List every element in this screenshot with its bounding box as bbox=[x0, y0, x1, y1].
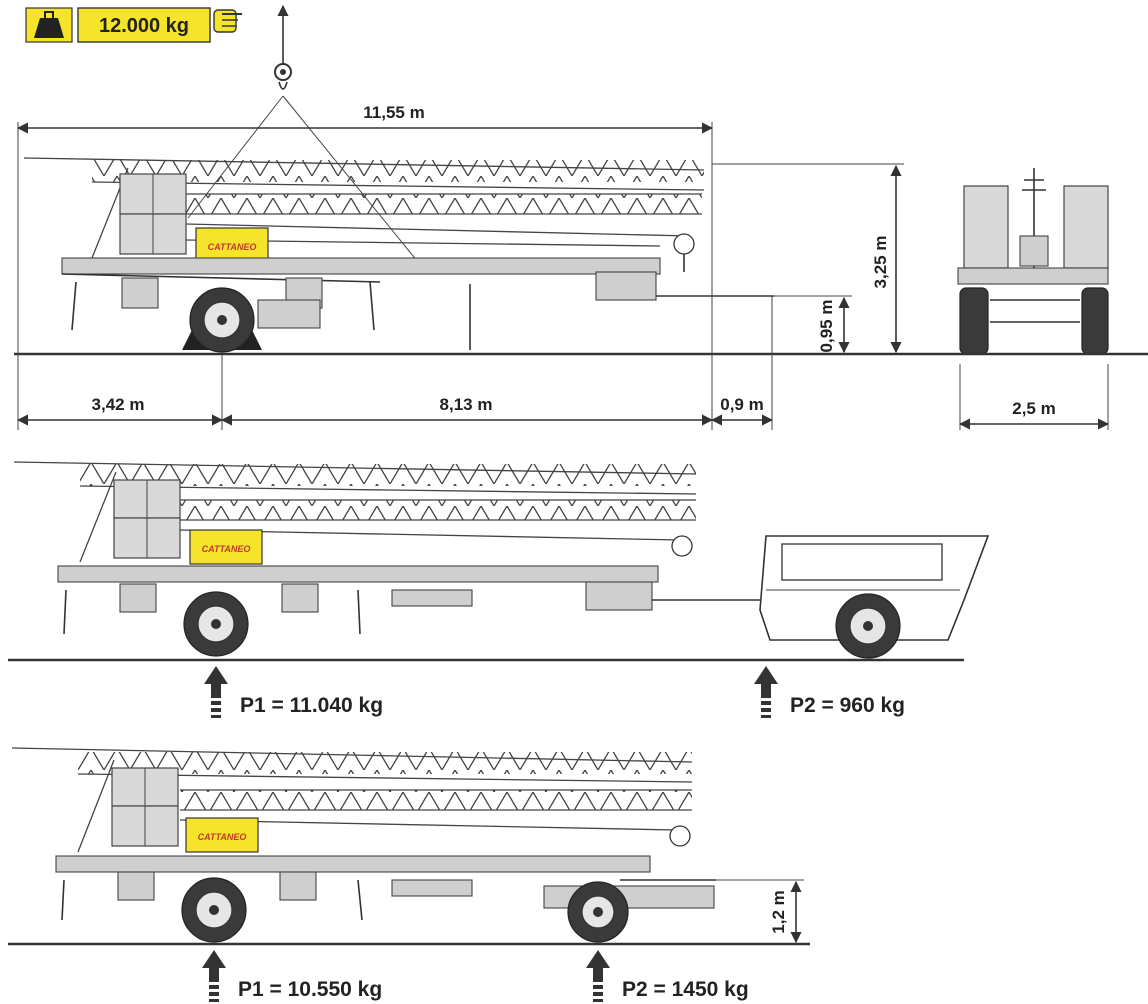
weight-icon bbox=[34, 11, 64, 38]
crane-side-view-2: CATTANEO bbox=[13, 461, 770, 657]
dim-height: 3,25 m bbox=[871, 236, 890, 289]
dim-front-overhang: 3,42 m bbox=[92, 395, 145, 414]
dim-length: 11,55 m bbox=[363, 103, 424, 122]
dim-width: 2,5 m bbox=[1012, 399, 1055, 418]
load-p2-config3: P2 = 1450 kg bbox=[622, 978, 749, 1001]
load-p2-config2: P2 = 960 kg bbox=[790, 694, 905, 717]
crane-side-view-3: CATTANEO bbox=[11, 747, 693, 943]
dim-drawbar: 0,9 m bbox=[720, 395, 763, 414]
dim-axle-to-end: 8,13 m bbox=[440, 395, 493, 414]
crane-front-view bbox=[957, 168, 1109, 355]
load-p1-config2: P1 = 11.040 kg bbox=[240, 694, 383, 717]
dim-hitch-height: 0,95 m bbox=[817, 300, 836, 353]
load-arrows-config3 bbox=[202, 950, 610, 1002]
dolly bbox=[543, 879, 716, 943]
dim-dolly-height: 1,2 m bbox=[769, 890, 788, 933]
dimension-lines: 11,55 m 3,25 m 0,95 m 3,42 m 8,13 m 0,9 … bbox=[16, 103, 1110, 430]
crane-side-view-1: CATTANEO bbox=[23, 157, 774, 353]
tow-vehicle bbox=[759, 535, 990, 659]
brand-logo-1: CATTANEO bbox=[208, 242, 257, 252]
capacity-value: 12.000 kg bbox=[99, 15, 189, 37]
dimension-dolly-height bbox=[716, 879, 804, 944]
lifting-sling bbox=[187, 4, 419, 263]
load-p1-config3: P1 = 10.550 kg bbox=[238, 978, 382, 1001]
pointing-hand-icon bbox=[213, 9, 242, 33]
brand-logo-2: CATTANEO bbox=[202, 544, 251, 554]
capacity-badge: 12.000 kg bbox=[25, 7, 242, 43]
brand-logo-3: CATTANEO bbox=[198, 832, 247, 842]
load-arrows-config2 bbox=[204, 666, 778, 718]
